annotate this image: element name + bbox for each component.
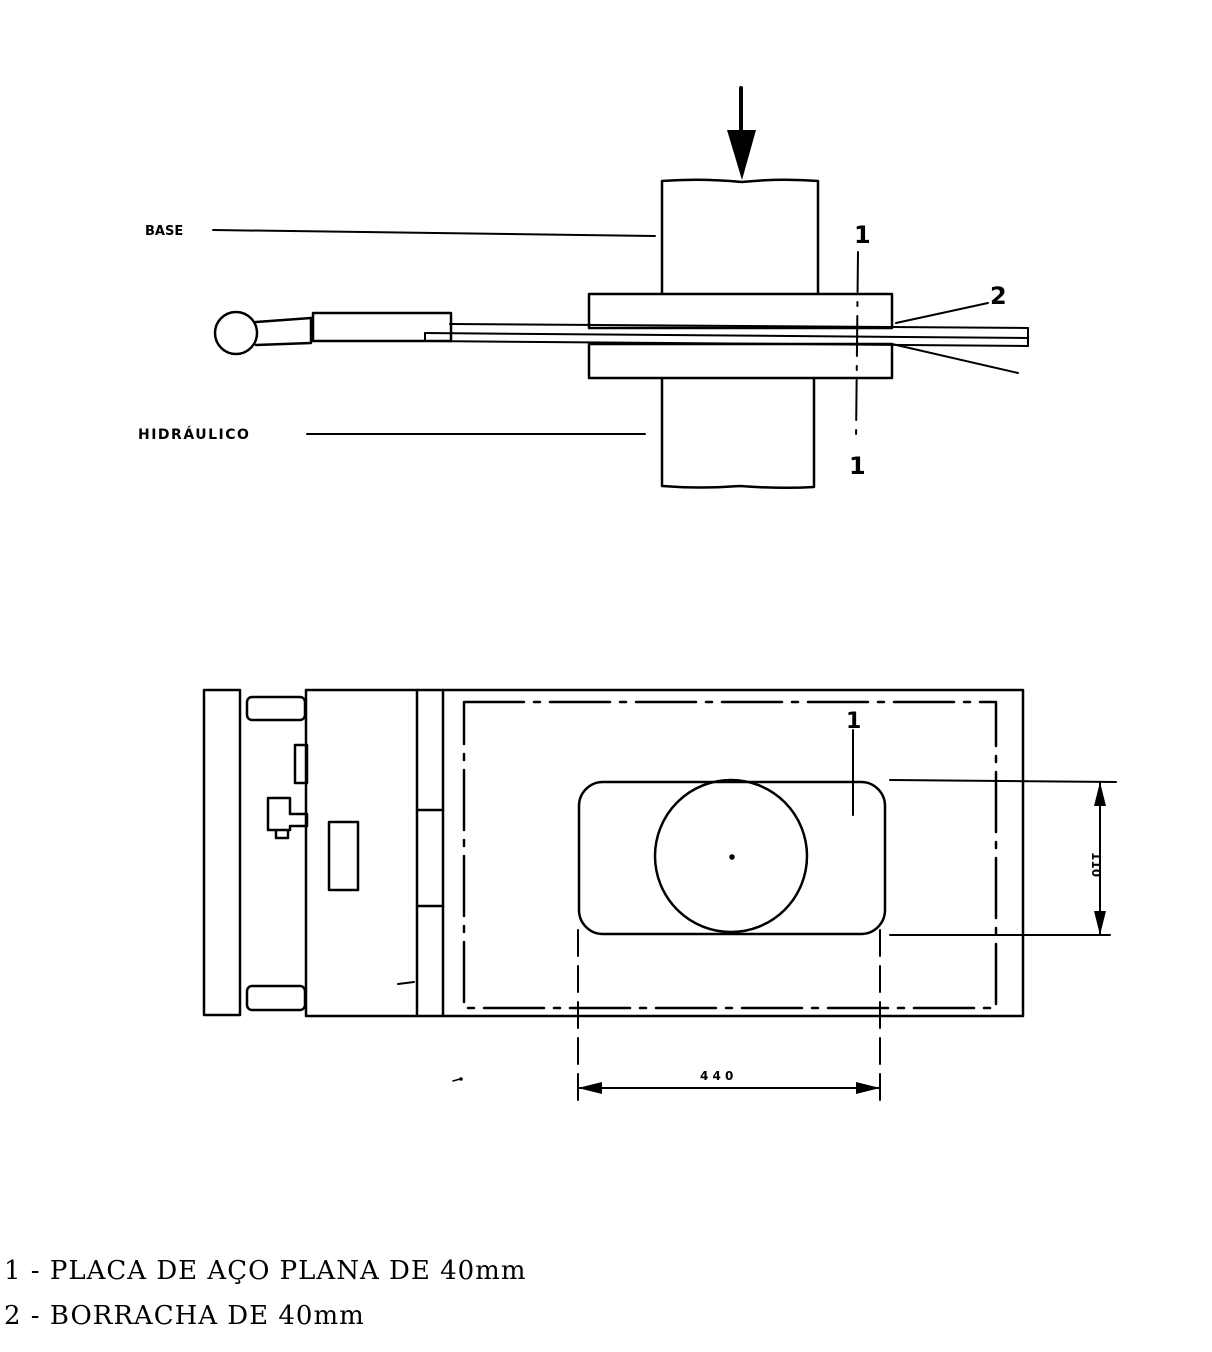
- roller-top: [245, 695, 307, 722]
- legend-item-2: 2 - BORRACHA DE 40mm: [4, 1301, 365, 1331]
- divider-strip: [397, 688, 445, 1018]
- dim-height-label: 110: [1089, 852, 1103, 877]
- elevation-view: 1 1 2 BASE HIDRÁULICO: [138, 86, 1029, 490]
- load-arrow: [727, 86, 756, 180]
- callout-2-leader: [895, 302, 989, 324]
- callout-1-plan: 1: [846, 709, 861, 734]
- rubber-layer: [424, 323, 1029, 374]
- main-frame: [304, 688, 1025, 1018]
- plan-view: 1 4 4 0 110: [202, 688, 1117, 1107]
- stray-marks: [452, 1077, 463, 1082]
- steel-plate-outline: [577, 780, 887, 936]
- roller-bottom: [245, 984, 307, 1012]
- specimen-circle: [653, 778, 809, 934]
- center-window: [327, 820, 360, 892]
- callout-1-top: 1: [854, 221, 871, 249]
- upper-steel-plate: [587, 292, 894, 330]
- center-point: [729, 854, 735, 860]
- lower-column: [660, 376, 816, 490]
- legend-item-1: 1 - PLACA DE AÇO PLANA DE 40mm: [4, 1256, 527, 1286]
- label-hidraulico: HIDRÁULICO: [138, 426, 250, 443]
- label-base: BASE: [145, 224, 183, 239]
- valve-block: [266, 796, 309, 840]
- dimension-height: [889, 779, 1117, 936]
- section-line: [855, 251, 859, 441]
- lower-steel-plate: [587, 342, 894, 380]
- dim-width-label: 4 4 0: [700, 1069, 733, 1083]
- upper-column: [660, 178, 820, 295]
- test-area-outline: [462, 700, 998, 1010]
- callout-1-bottom: 1: [849, 452, 866, 480]
- callout-2: 2: [990, 282, 1007, 310]
- dimension-width: [577, 929, 881, 1107]
- base-leader: [212, 229, 656, 237]
- dial-gauge: [213, 310, 453, 356]
- left-end-plate: [202, 688, 242, 1017]
